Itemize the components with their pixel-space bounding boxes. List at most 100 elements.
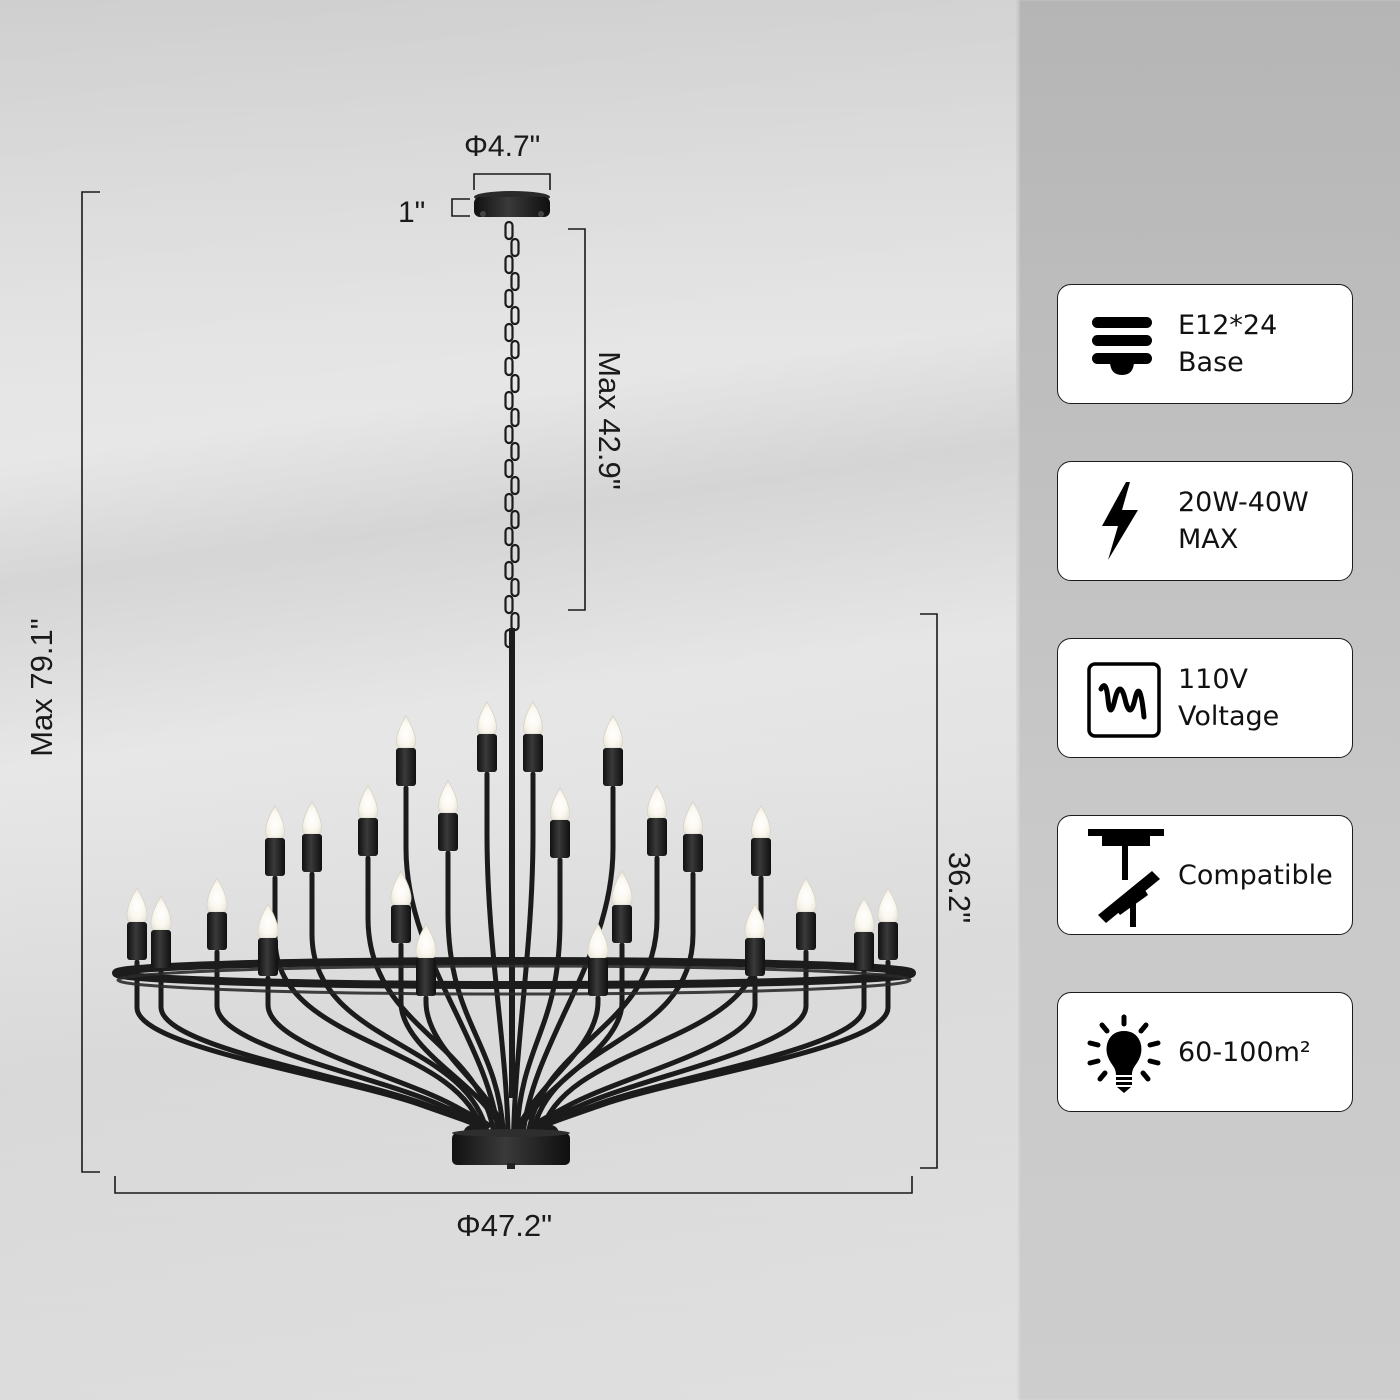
candle (587, 923, 609, 996)
candle (751, 804, 771, 876)
chain-link (504, 458, 514, 479)
candle (523, 700, 543, 772)
candle-arm (538, 875, 764, 1136)
candle-socket (391, 905, 411, 943)
spec-card-coverage: 60-100m² (1057, 992, 1353, 1112)
candle-socket (151, 930, 171, 968)
candle-bulb (265, 804, 285, 839)
candle (795, 877, 817, 950)
chain-link (510, 543, 520, 564)
product-illustration (81, 173, 938, 1194)
lightning-bolt-icon (1102, 482, 1138, 560)
candle (744, 903, 766, 976)
spec-card-wattage: 20W-40W MAX (1057, 461, 1353, 581)
chain-link (510, 237, 520, 258)
spec-card-base: E12*24 Base (1057, 284, 1353, 404)
candle (603, 714, 623, 786)
candle-arm (365, 855, 497, 1136)
chain-link (510, 407, 520, 428)
body-diameter-label: Φ47.2" (456, 1208, 553, 1243)
candle-arm (536, 949, 809, 1136)
spec-voltage-value: 110V (1178, 664, 1249, 695)
body-diameter-bracket (114, 1176, 913, 1194)
candle-arm (520, 785, 616, 1136)
chain-link (510, 271, 520, 292)
candle (206, 877, 228, 950)
spec-compatible-label: Compatible (1178, 859, 1333, 891)
candles (126, 700, 899, 996)
chain-link (510, 339, 520, 360)
spec-card-voltage: 110V Voltage (1057, 638, 1353, 758)
candle-bulb (206, 877, 228, 913)
candle (647, 784, 667, 856)
chain (504, 220, 520, 649)
candle-socket (258, 938, 278, 976)
sloped-ceiling-icon (1088, 829, 1164, 927)
candle-bulb (603, 714, 623, 749)
bottom-hub (452, 1129, 570, 1169)
total-height-bracket (81, 191, 100, 1173)
spec-wattage-value: 20W-40W (1178, 487, 1309, 518)
candle-arm (484, 771, 511, 1136)
candle (877, 887, 899, 960)
candle-socket (302, 834, 322, 872)
chain-link (504, 220, 514, 241)
canopy (474, 191, 550, 217)
candle (611, 870, 633, 943)
body-height-bracket (920, 613, 938, 1169)
candle-socket (745, 938, 765, 976)
body-height-label: 36.2" (942, 851, 978, 924)
candle-arm (543, 959, 891, 1136)
chain-link (510, 475, 520, 496)
chain-link (504, 254, 514, 275)
candle (550, 786, 570, 858)
candle-socket (477, 734, 497, 772)
ring (112, 957, 916, 996)
candle-bulb (647, 784, 667, 819)
light-bulb-icon (1087, 1014, 1161, 1093)
spec-base-label: Base (1178, 347, 1244, 378)
candle-socket (612, 905, 632, 943)
total-height-label: Max 79.1" (23, 618, 59, 757)
candle-bulb (877, 887, 899, 923)
candle-socket (207, 912, 227, 950)
candle-arm (514, 857, 563, 1136)
chain-link (504, 526, 514, 547)
center-rod (509, 628, 515, 1098)
candle-socket (438, 813, 458, 851)
spec-base-value: E12*24 (1178, 310, 1278, 341)
candle (853, 897, 875, 970)
chain-length-bracket (568, 228, 586, 611)
candle (302, 800, 322, 872)
candle-socket (603, 748, 623, 786)
candle-socket (396, 748, 416, 786)
bulb-base-icon (1092, 317, 1152, 375)
candle-bulb (795, 877, 817, 913)
candle-bulb (302, 800, 322, 835)
candle-socket (854, 932, 874, 970)
candle-socket (751, 838, 771, 876)
spec-coverage-value: 60-100m² (1178, 1036, 1311, 1068)
candle-socket (127, 922, 147, 960)
candle (358, 784, 378, 856)
chain-link (510, 441, 520, 462)
candle-socket (416, 958, 436, 996)
dimension-lines (81, 173, 938, 1194)
candle (477, 700, 497, 772)
chain-link (504, 424, 514, 445)
candle-bulb (396, 714, 416, 749)
candle-bulb (477, 700, 497, 735)
candle (126, 887, 148, 960)
chain-link (504, 390, 514, 411)
chain-link (510, 509, 520, 530)
candle (265, 804, 285, 876)
chain-link (504, 356, 514, 377)
candle-bulb (150, 895, 172, 931)
candle (150, 895, 172, 968)
canopy-diameter-bracket (473, 173, 551, 190)
candle-socket (523, 734, 543, 772)
candle (257, 903, 279, 976)
candle-socket (683, 834, 703, 872)
candle-arm (398, 942, 504, 1136)
canopy-diameter-label: Φ4.7" (464, 130, 541, 163)
